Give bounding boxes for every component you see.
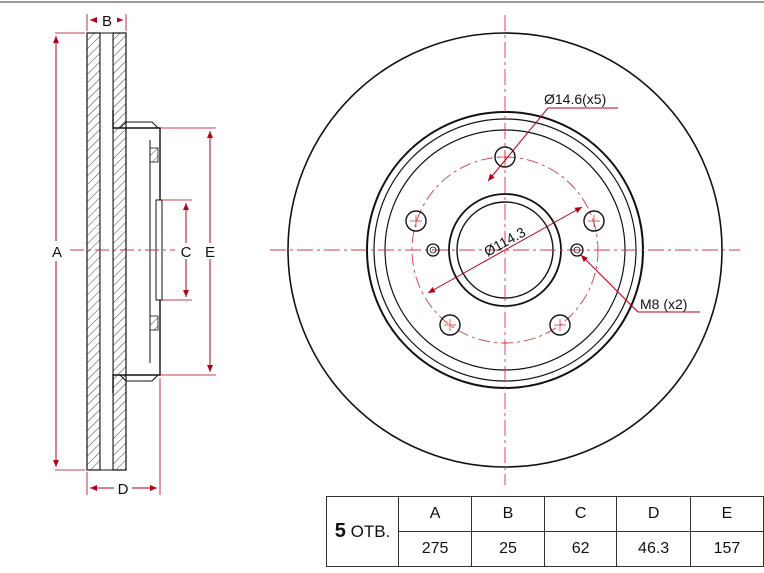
side-section-view: A B D C E [46,11,218,498]
header-a: A [398,496,473,532]
bolt-hole-1 [494,146,516,168]
spec-header-row: 5 ОТВ. A B C D E [325,496,764,567]
bolt-hole-3 [549,314,571,336]
bolt-hole-section-bottom [149,315,159,331]
spec-table: 5 ОТВ. A B C D E 275 25 62 46.3 157 [325,496,764,567]
bolt-hole-leader [487,107,549,182]
label-e: E [205,244,215,261]
front-view: Ø114.3 Ø14.6(x5) M8 (x2) [270,15,740,485]
spec-value-row: 275 25 62 46.3 157 [327,531,764,567]
holes-cell: 5 ОТВ. [325,496,400,567]
value-d: 46.3 [616,531,691,567]
value-b: 25 [471,531,545,567]
holes-count: 5 [334,520,346,542]
hat-top-chamfer [119,121,159,129]
inner-friction-ring [86,32,101,471]
header-b: B [471,496,545,532]
bolt-hole-4 [439,314,461,336]
pcd-dimension-line [427,206,583,294]
outer-friction-ring [112,32,127,471]
bolt-hole-5 [405,210,427,232]
label-a: A [52,244,62,261]
header-c: C [543,496,618,532]
value-a: 275 [398,531,473,567]
label-b: B [102,13,112,30]
label-pcd: Ø114.3 [481,224,528,260]
value-e: 157 [689,531,764,567]
bolt-hole-section-top [149,147,159,163]
header-e: E [689,496,764,532]
label-d: D [118,481,129,498]
value-c: 62 [543,531,618,567]
label-thread: M8 (x2) [640,296,687,312]
label-c: C [181,244,192,261]
vent-gap [99,32,114,471]
thread-leader [580,254,639,313]
bolt-hole-2 [583,210,605,232]
holes-unit: ОТВ. [350,522,391,541]
hat-bottom-chamfer [119,374,159,382]
label-bolt-hole: Ø14.6(x5) [544,91,606,107]
header-d: D [616,496,691,532]
